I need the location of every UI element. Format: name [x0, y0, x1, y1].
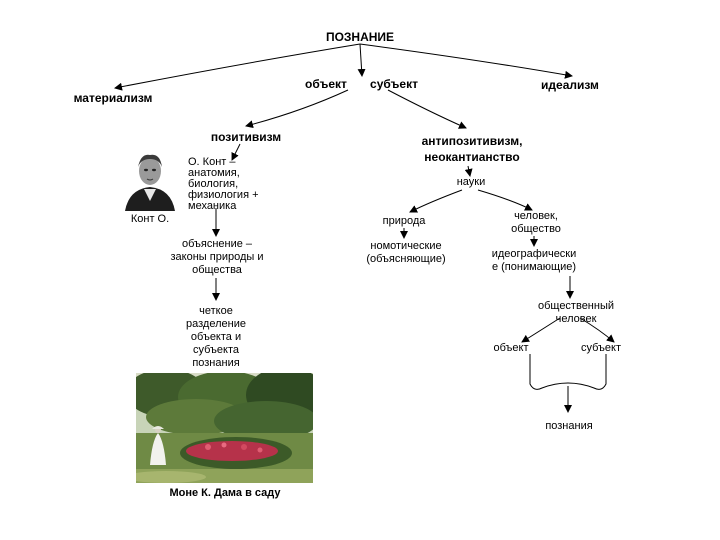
comte-portrait [121, 147, 179, 211]
idealism-label: идеализм [541, 78, 599, 92]
arrow-to-materialism [114, 43, 361, 91]
arrow-to-subject2 [579, 317, 615, 343]
positivism-label: позитивизм [210, 130, 282, 144]
arrow-to-human-society [477, 189, 533, 211]
antipositivism-label: антипозитивизм, неокантианство [421, 134, 523, 164]
cognition-bracket [529, 354, 607, 412]
sciences-label: науки [456, 176, 486, 188]
human-society-label: человек, общество [511, 210, 561, 235]
object2-label: объект [493, 342, 529, 354]
comte-caption: Конт О. [130, 213, 170, 225]
arrow-to-object-subject [357, 43, 366, 77]
materialism-label: материализм [73, 91, 153, 105]
arrow-to-positivism [245, 89, 349, 129]
arrow-positivism-to-comte [231, 143, 241, 161]
object-label: объект [305, 77, 347, 91]
ideographic-label: идеографически е (понимающие) [491, 248, 577, 273]
cognition-label: познания [545, 420, 593, 432]
painting-caption: Моне К. Дама в саду [169, 487, 281, 499]
nomothetic-label: номотические (объясняющие) [366, 240, 446, 265]
monet-painting [136, 373, 313, 483]
arrow-to-object2 [521, 317, 561, 343]
comte-note: О. Конт – анатомия, биология, физиология… [188, 156, 259, 212]
social-human-label: общественный человек [537, 300, 615, 325]
arrow-to-sciences [464, 165, 473, 177]
nature-label: природа [382, 215, 426, 227]
subject-label: субъект [370, 77, 418, 91]
separation-label: четкое разделение объекта и субъекта поз… [186, 305, 246, 369]
arrow-to-antipositivism [387, 89, 467, 129]
subject2-label: субъект [580, 342, 622, 354]
arrow-to-idealism [359, 43, 573, 79]
explanation-label: объяснение – законы природы и общества [170, 238, 264, 276]
arrow-to-nature [409, 189, 463, 213]
root-concept: ПОЗНАНИЕ [325, 30, 395, 44]
